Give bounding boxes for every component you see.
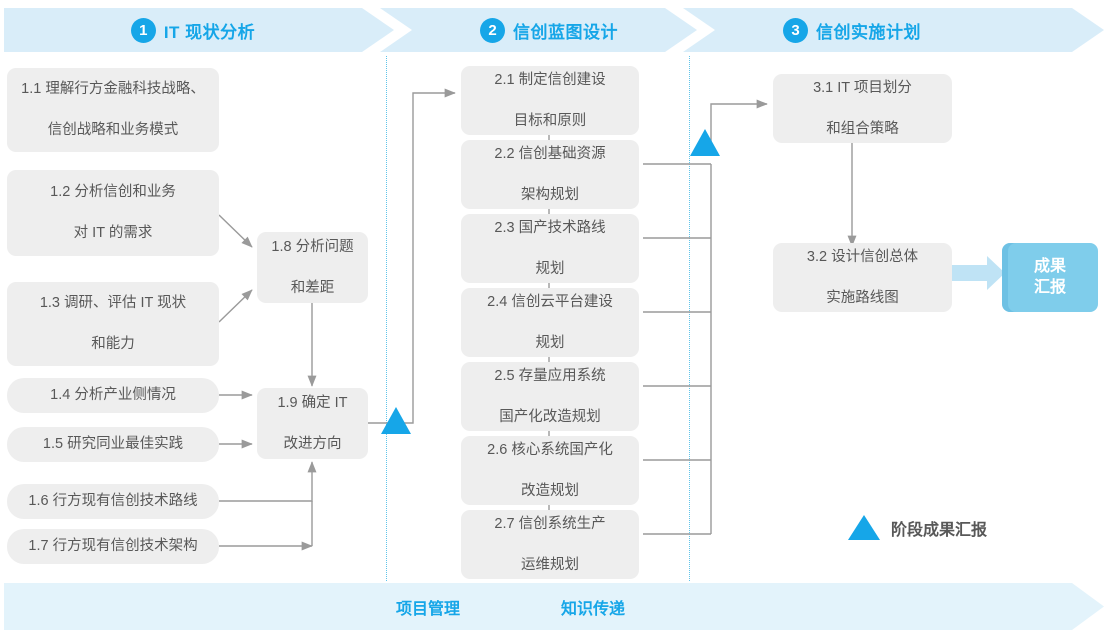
node-2-7-text: 2.7 信创系统生产运维规划: [494, 515, 606, 573]
node-2-1-text: 2.1 制定信创建设目标和原则: [494, 71, 606, 129]
node-1-1-text: 1.1 理解行方金融科技战略、信创战略和业务模式: [21, 81, 205, 139]
node-2-5[interactable]: 2.5 存量应用系统国产化改造规划: [461, 362, 639, 431]
node-1-2[interactable]: 1.2 分析信创和业务对 IT 的需求: [7, 170, 219, 256]
node-1-4-text: 1.4 分析产业侧情况: [50, 387, 176, 404]
node-2-2[interactable]: 2.2 信创基础资源架构规划: [461, 140, 639, 209]
node-1-5[interactable]: 1.5 研究同业最佳实践: [7, 427, 219, 462]
lane-divider-1: [386, 56, 387, 581]
node-1-6[interactable]: 1.6 行方现有信创技术路线: [7, 484, 219, 519]
node-2-1[interactable]: 2.1 制定信创建设目标和原则: [461, 66, 639, 135]
node-2-6[interactable]: 2.6 核心系统国产化改造规划: [461, 436, 639, 505]
phase-header-band: [0, 8, 1115, 52]
node-1-8[interactable]: 1.8 分析问题和差距: [257, 232, 368, 303]
deliverable-badge-text: 成果汇报: [1033, 257, 1066, 296]
node-3-2-text: 3.2 设计信创总体实施路线图: [806, 248, 919, 306]
bottom-band: [0, 583, 1115, 630]
node-2-4-text: 2.4 信创云平台建设规划: [487, 293, 613, 351]
node-1-1[interactable]: 1.1 理解行方金融科技战略、信创战略和业务模式: [7, 68, 219, 152]
node-2-7[interactable]: 2.7 信创系统生产运维规划: [461, 510, 639, 579]
legend-milestone: 阶段成果汇报: [848, 515, 987, 540]
legend-milestone-label: 阶段成果汇报: [891, 521, 988, 539]
milestone-triangle-phase2: [690, 129, 720, 156]
lane-divider-2: [689, 56, 690, 581]
node-3-1[interactable]: 3.1 IT 项目划分和组合策略: [773, 74, 952, 143]
node-2-3-text: 2.3 国产技术路线规划: [494, 219, 606, 277]
milestone-triangle-phase1: [381, 407, 411, 434]
badge-arrow: [946, 256, 1005, 290]
node-1-7[interactable]: 1.7 行方现有信创技术架构: [7, 529, 219, 564]
triangle-up-icon: [848, 515, 880, 540]
node-1-4[interactable]: 1.4 分析产业侧情况: [7, 378, 219, 413]
node-1-8-text: 1.8 分析问题和差距: [271, 238, 354, 296]
node-3-1-text: 3.1 IT 项目划分和组合策略: [813, 79, 912, 137]
node-1-6-text: 1.6 行方现有信创技术路线: [28, 493, 198, 510]
deliverable-badge[interactable]: 成果汇报: [1002, 243, 1098, 312]
node-1-3[interactable]: 1.3 调研、评估 IT 现状和能力: [7, 282, 219, 366]
node-2-3[interactable]: 2.3 国产技术路线规划: [461, 214, 639, 283]
node-1-5-text: 1.5 研究同业最佳实践: [42, 436, 184, 453]
node-2-2-text: 2.2 信创基础资源架构规划: [494, 145, 606, 203]
node-1-7-text: 1.7 行方现有信创技术架构: [28, 538, 198, 555]
node-2-6-text: 2.6 核心系统国产化改造规划: [487, 441, 613, 499]
node-2-4[interactable]: 2.4 信创云平台建设规划: [461, 288, 639, 357]
node-1-2-text: 1.2 分析信创和业务对 IT 的需求: [50, 184, 176, 242]
node-2-5-text: 2.5 存量应用系统国产化改造规划: [494, 367, 606, 425]
node-3-2[interactable]: 3.2 设计信创总体实施路线图: [773, 243, 952, 312]
node-1-3-text: 1.3 调研、评估 IT 现状和能力: [39, 295, 187, 353]
